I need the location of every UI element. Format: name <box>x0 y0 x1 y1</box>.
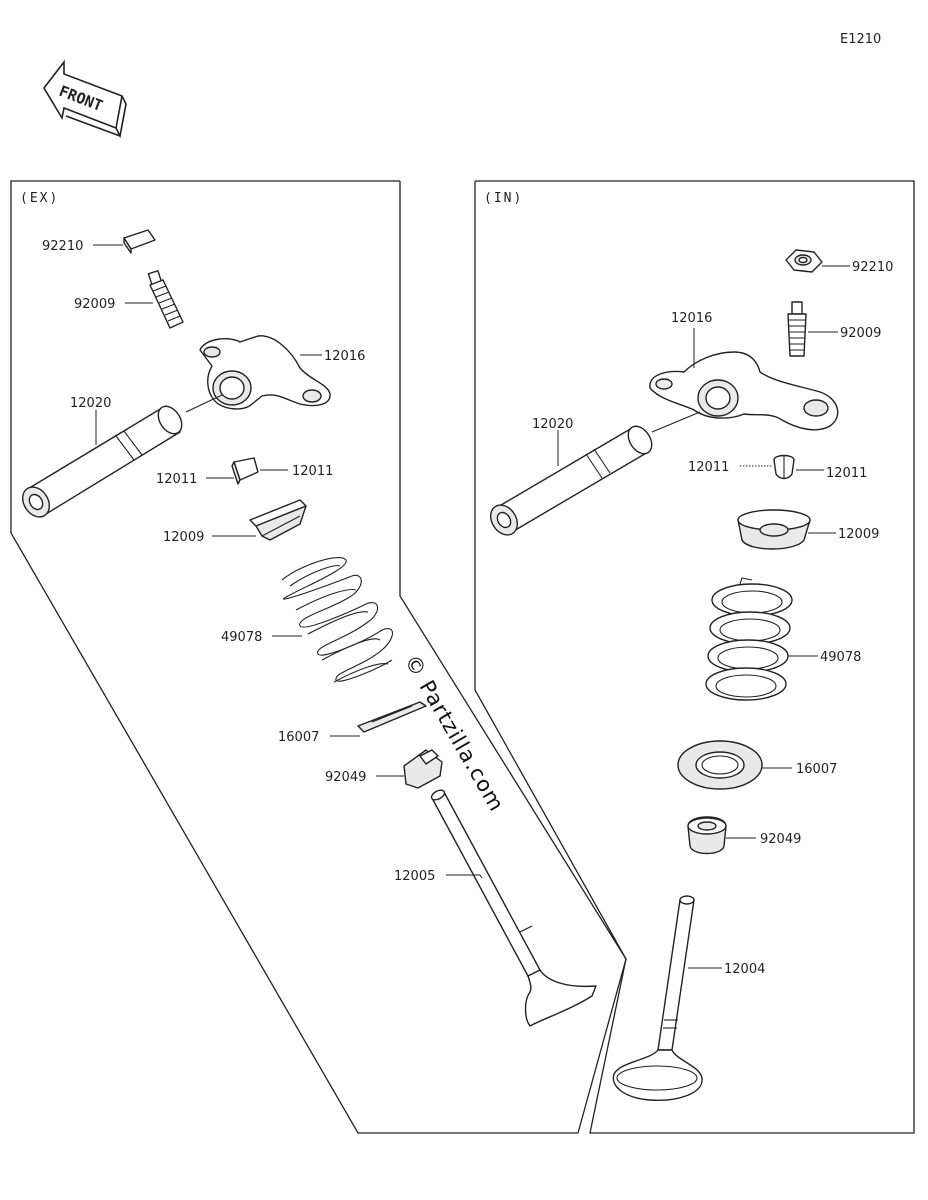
in-section-label: (IN) <box>484 191 523 206</box>
front-arrow-icon: FRONT <box>43 59 127 139</box>
ex-stem-seal-icon <box>403 749 443 789</box>
in-spring-seat-icon <box>677 740 763 790</box>
in-nut-icon <box>785 249 823 273</box>
ex-adjust-screw-icon <box>147 270 184 329</box>
in-label-12011-right: 12011 <box>826 466 867 481</box>
in-label-49078: 49078 <box>820 650 861 665</box>
in-rocker-shaft-icon <box>489 425 653 536</box>
ex-label-12020: 12020 <box>70 396 111 411</box>
ex-label-49078: 49078 <box>221 630 262 645</box>
ex-label-12009: 12009 <box>163 530 204 545</box>
in-valve-icon <box>612 895 703 1101</box>
in-label-12004: 12004 <box>724 962 765 977</box>
ex-nut-icon <box>123 229 156 254</box>
in-label-92009: 92009 <box>840 326 881 341</box>
ex-label-12005: 12005 <box>394 869 435 884</box>
in-label-92049: 92049 <box>760 832 801 847</box>
ex-rocker-shaft-icon <box>21 405 183 518</box>
ex-label-12011-right: 12011 <box>292 464 333 479</box>
ex-spring-seat-icon <box>357 701 427 733</box>
in-stem-seal-icon <box>687 816 727 855</box>
ex-label-12016: 12016 <box>324 349 365 364</box>
ex-label-16007: 16007 <box>278 730 319 745</box>
ex-label-92049: 92049 <box>325 770 366 785</box>
ex-retainer-icon <box>249 499 307 541</box>
in-label-12009: 12009 <box>838 527 879 542</box>
ex-rocker-arm-icon <box>199 335 331 410</box>
in-valve-spring-icon <box>705 577 793 701</box>
in-section-frame <box>474 180 915 1134</box>
ex-valve-spring-icon <box>281 557 394 683</box>
in-cotter-icon <box>773 454 795 480</box>
in-label-12016: 12016 <box>671 311 712 326</box>
in-adjust-screw-icon <box>787 301 807 357</box>
diagram-code: E1210 <box>840 32 881 47</box>
ex-label-12011-left: 12011 <box>156 472 197 487</box>
in-label-16007: 16007 <box>796 762 837 777</box>
in-label-12011-left: 12011 <box>688 460 729 475</box>
in-label-12020: 12020 <box>532 417 573 432</box>
ex-cotter-icon <box>231 457 259 485</box>
watermark: © Partzilla.com <box>400 651 509 816</box>
in-retainer-icon <box>737 509 811 550</box>
ex-section-label: (EX) <box>20 191 59 206</box>
ex-label-92009: 92009 <box>74 297 115 312</box>
ex-label-92210: 92210 <box>42 239 83 254</box>
in-rocker-arm-icon <box>649 351 839 431</box>
ex-valve-icon <box>430 789 597 1027</box>
in-label-92210: 92210 <box>852 260 893 275</box>
ex-section-frame <box>10 180 627 1134</box>
